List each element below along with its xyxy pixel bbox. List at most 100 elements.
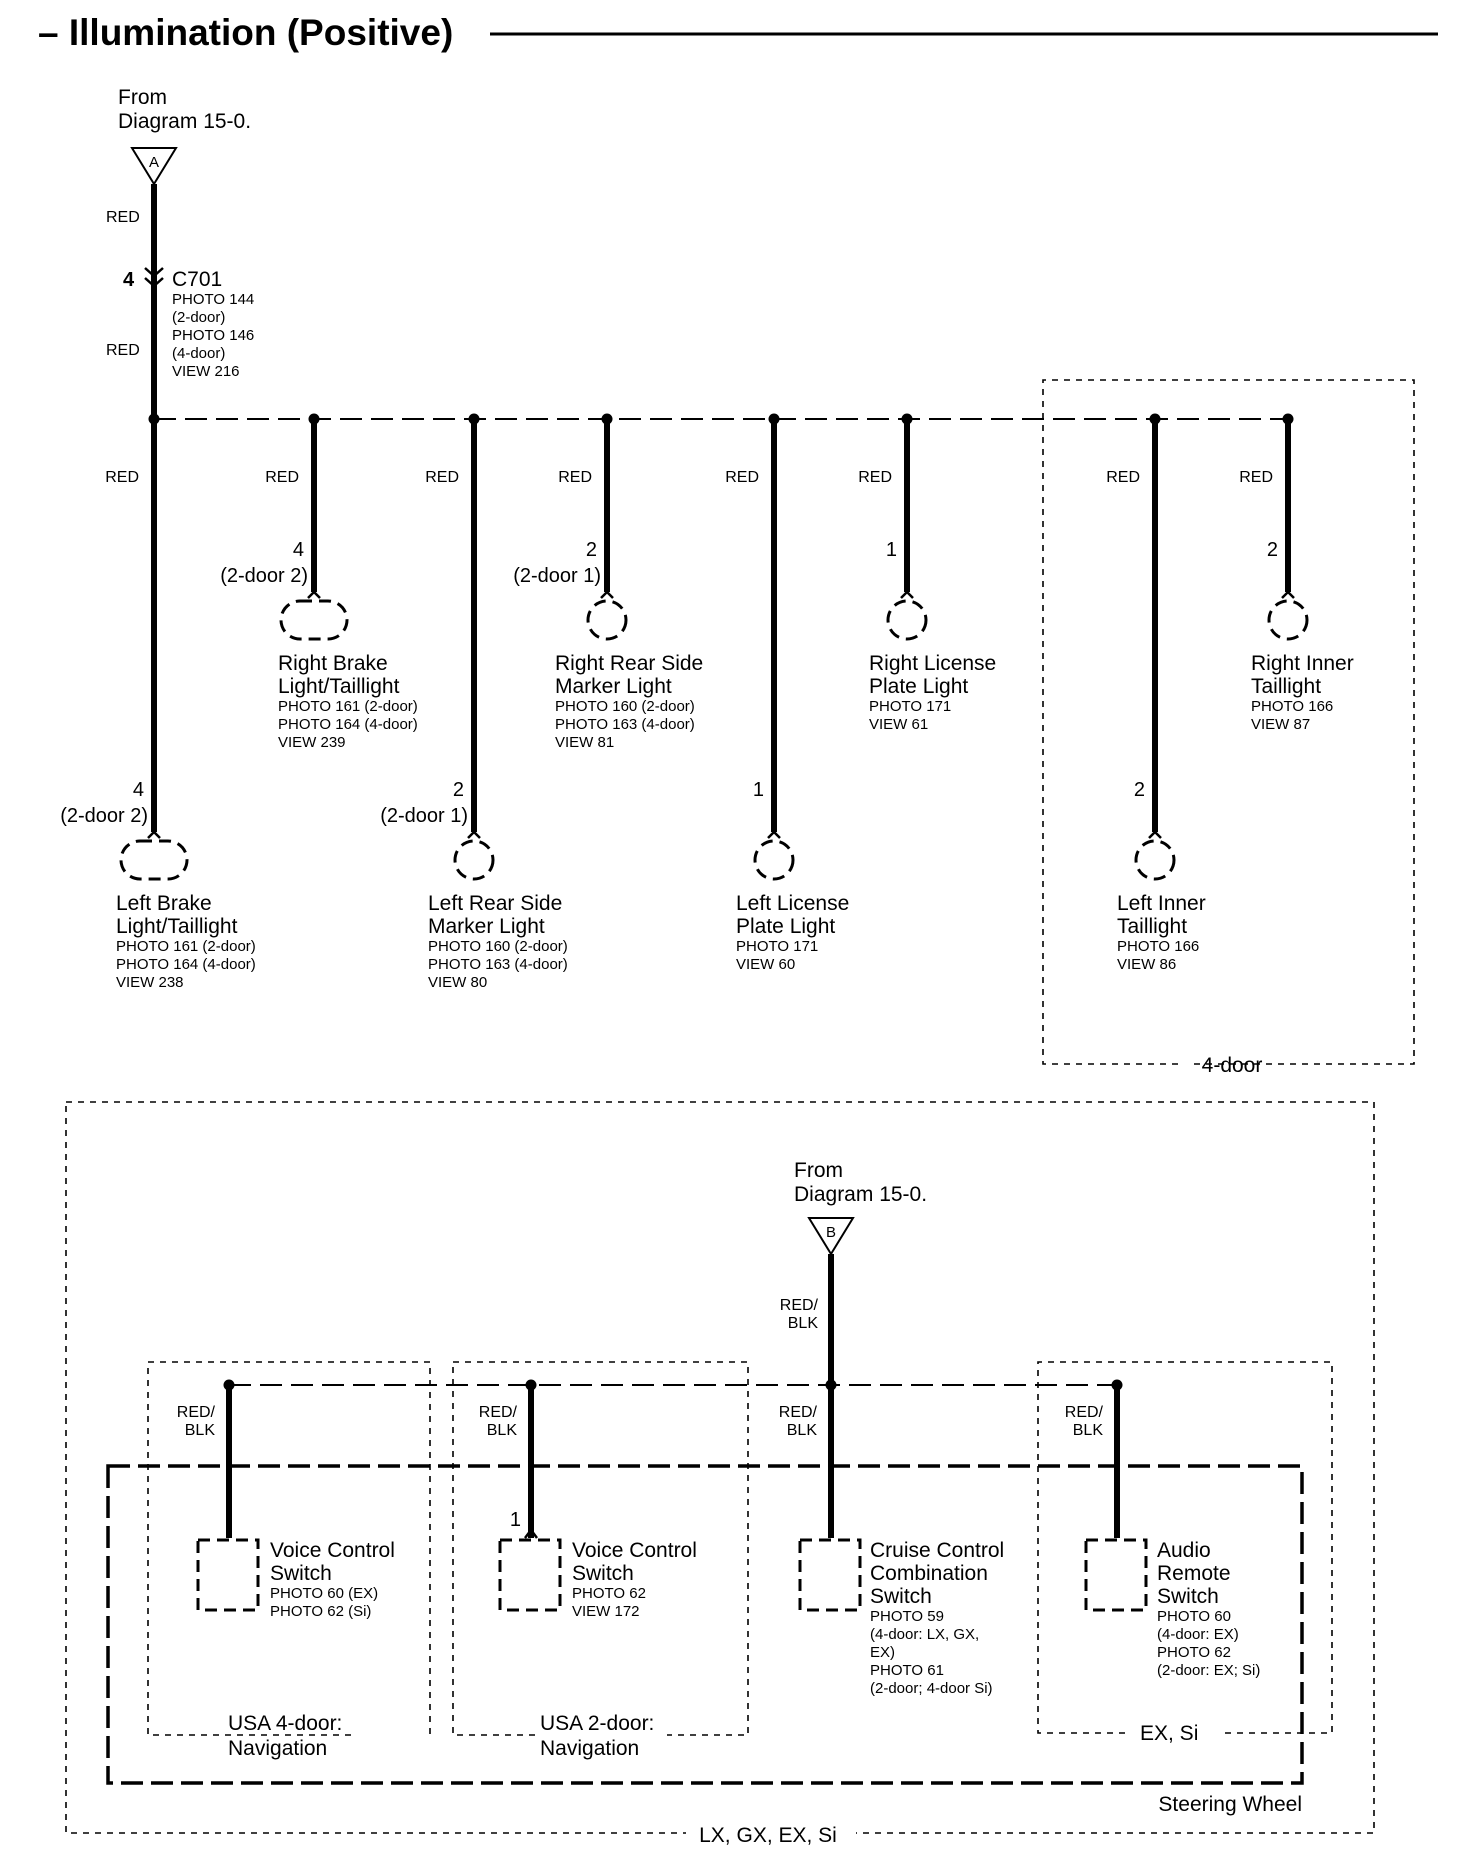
main-wire-color-lower: RED bbox=[106, 342, 140, 359]
drop-wire-color: RED/ bbox=[479, 1404, 518, 1421]
drop-wire-color: RED bbox=[858, 469, 892, 486]
component-detail: PHOTO 163 (4-door) bbox=[428, 956, 568, 973]
component-name: Marker Light bbox=[428, 915, 545, 938]
pin-terminal bbox=[1281, 590, 1295, 599]
component-name: Taillight bbox=[1117, 915, 1187, 938]
component-detail: VIEW 80 bbox=[428, 974, 487, 991]
trims-group-label: LX, GX, EX, Si bbox=[699, 1824, 837, 1847]
component-detail: VIEW 238 bbox=[116, 974, 184, 991]
connector-c701: 4 C701 PHOTO 144 (2-door) PHOTO 146 (4-d… bbox=[123, 267, 254, 380]
component-name: Right Brake bbox=[278, 652, 388, 675]
component-detail: (4-door: EX) bbox=[1157, 1626, 1239, 1643]
lamp-icon bbox=[1134, 839, 1176, 881]
drop-pin-number: 2 bbox=[453, 779, 464, 801]
pin-terminal bbox=[147, 830, 161, 839]
component-name: Switch bbox=[572, 1562, 634, 1585]
lamp-icon bbox=[1267, 599, 1309, 641]
switch-icon bbox=[498, 1538, 562, 1612]
drop-pin-number: 1 bbox=[753, 779, 764, 801]
diagram-title: – Illumination (Positive) bbox=[38, 12, 453, 53]
component-detail: PHOTO 160 (2-door) bbox=[555, 698, 695, 715]
component-name: Remote bbox=[1157, 1562, 1231, 1585]
component-name: Marker Light bbox=[555, 675, 672, 698]
component-detail: PHOTO 60 (EX) bbox=[270, 1585, 378, 1602]
drop-wire-color: RED/ bbox=[1065, 1404, 1104, 1421]
component-name: Combination bbox=[870, 1562, 988, 1585]
drop-wire-color: RED bbox=[558, 469, 592, 486]
main-wire-color-upper: RED bbox=[106, 209, 140, 226]
switch-icon bbox=[1084, 1538, 1148, 1612]
steering-wheel-box bbox=[106, 1464, 1304, 1785]
four-door-group-label: 4-door bbox=[1202, 1054, 1263, 1077]
drop-wire-color: BLK bbox=[185, 1422, 216, 1439]
lamp-icon bbox=[886, 599, 928, 641]
component-detail: PHOTO 62 bbox=[572, 1585, 646, 1602]
connector-c701-detail: VIEW 216 bbox=[172, 363, 240, 380]
four-door-group-box bbox=[1042, 379, 1415, 1065]
lamp-icon bbox=[119, 839, 189, 881]
steering-label-mask bbox=[1146, 1790, 1306, 1816]
trims-label-mask bbox=[686, 1818, 856, 1848]
component-detail: VIEW 60 bbox=[736, 956, 795, 973]
drop-wire-color: BLK bbox=[487, 1422, 518, 1439]
component-name: Right License bbox=[869, 652, 996, 675]
lamp-icon bbox=[753, 839, 795, 881]
pin-terminal bbox=[307, 590, 321, 599]
drop-wire-color: RED bbox=[105, 469, 139, 486]
connector-c701-pin: 4 bbox=[123, 269, 135, 291]
component-name: Switch bbox=[1157, 1585, 1219, 1608]
pin-terminal bbox=[600, 590, 614, 599]
feed-b-wire-color: RED/ bbox=[780, 1297, 819, 1314]
source-b: From Diagram 15-0. B bbox=[794, 1159, 927, 1256]
drop-wire-color: RED bbox=[265, 469, 299, 486]
switch-icon bbox=[798, 1538, 862, 1612]
connector-c701-name: C701 bbox=[172, 268, 222, 291]
component-name: Plate Light bbox=[869, 675, 968, 698]
lamp-icon bbox=[453, 839, 495, 881]
component-detail: PHOTO 160 (2-door) bbox=[428, 938, 568, 955]
drop-wire-color: BLK bbox=[1073, 1422, 1104, 1439]
drop-wire-color: RED bbox=[1106, 469, 1140, 486]
drop-pin-note: (2-door 2) bbox=[60, 805, 148, 827]
component-detail: PHOTO 62 bbox=[1157, 1644, 1231, 1661]
drop-wire-color: BLK bbox=[787, 1422, 818, 1439]
component-name: Cruise Control bbox=[870, 1539, 1004, 1562]
drop-pin-number: 2 bbox=[1134, 779, 1145, 801]
drop-pin-number: 4 bbox=[293, 539, 304, 561]
drop-pin-note: (2-door 1) bbox=[513, 565, 601, 587]
usa2-group-label: USA 2-door: bbox=[540, 1712, 654, 1735]
steering-wheel-label: Steering Wheel bbox=[1158, 1793, 1302, 1816]
drop-pin-number: 2 bbox=[1267, 539, 1278, 561]
component-name: Voice Control bbox=[270, 1539, 395, 1562]
ex-si-group-box bbox=[1037, 1361, 1333, 1734]
pin-terminal bbox=[467, 830, 481, 839]
drop-wire-color: RED bbox=[1239, 469, 1273, 486]
usa2-group-label: Navigation bbox=[540, 1737, 639, 1760]
component-detail: VIEW 86 bbox=[1117, 956, 1176, 973]
component-name: Left Inner bbox=[1117, 892, 1206, 915]
component-detail: PHOTO 161 (2-door) bbox=[116, 938, 256, 955]
source-a: From Diagram 15-0. A bbox=[118, 86, 251, 186]
component-name: Audio bbox=[1157, 1539, 1211, 1562]
lamp-icon bbox=[586, 599, 628, 641]
pin-terminal bbox=[524, 1527, 538, 1539]
component-detail: PHOTO 171 bbox=[736, 938, 818, 955]
source-a-triangle bbox=[130, 147, 178, 186]
drop-pin-note: (2-door 1) bbox=[380, 805, 468, 827]
component-name: Taillight bbox=[1251, 675, 1321, 698]
component-detail: VIEW 239 bbox=[278, 734, 346, 751]
component-detail: PHOTO 166 bbox=[1251, 698, 1333, 715]
source-b-from: From bbox=[794, 1159, 843, 1182]
component-detail: VIEW 81 bbox=[555, 734, 614, 751]
